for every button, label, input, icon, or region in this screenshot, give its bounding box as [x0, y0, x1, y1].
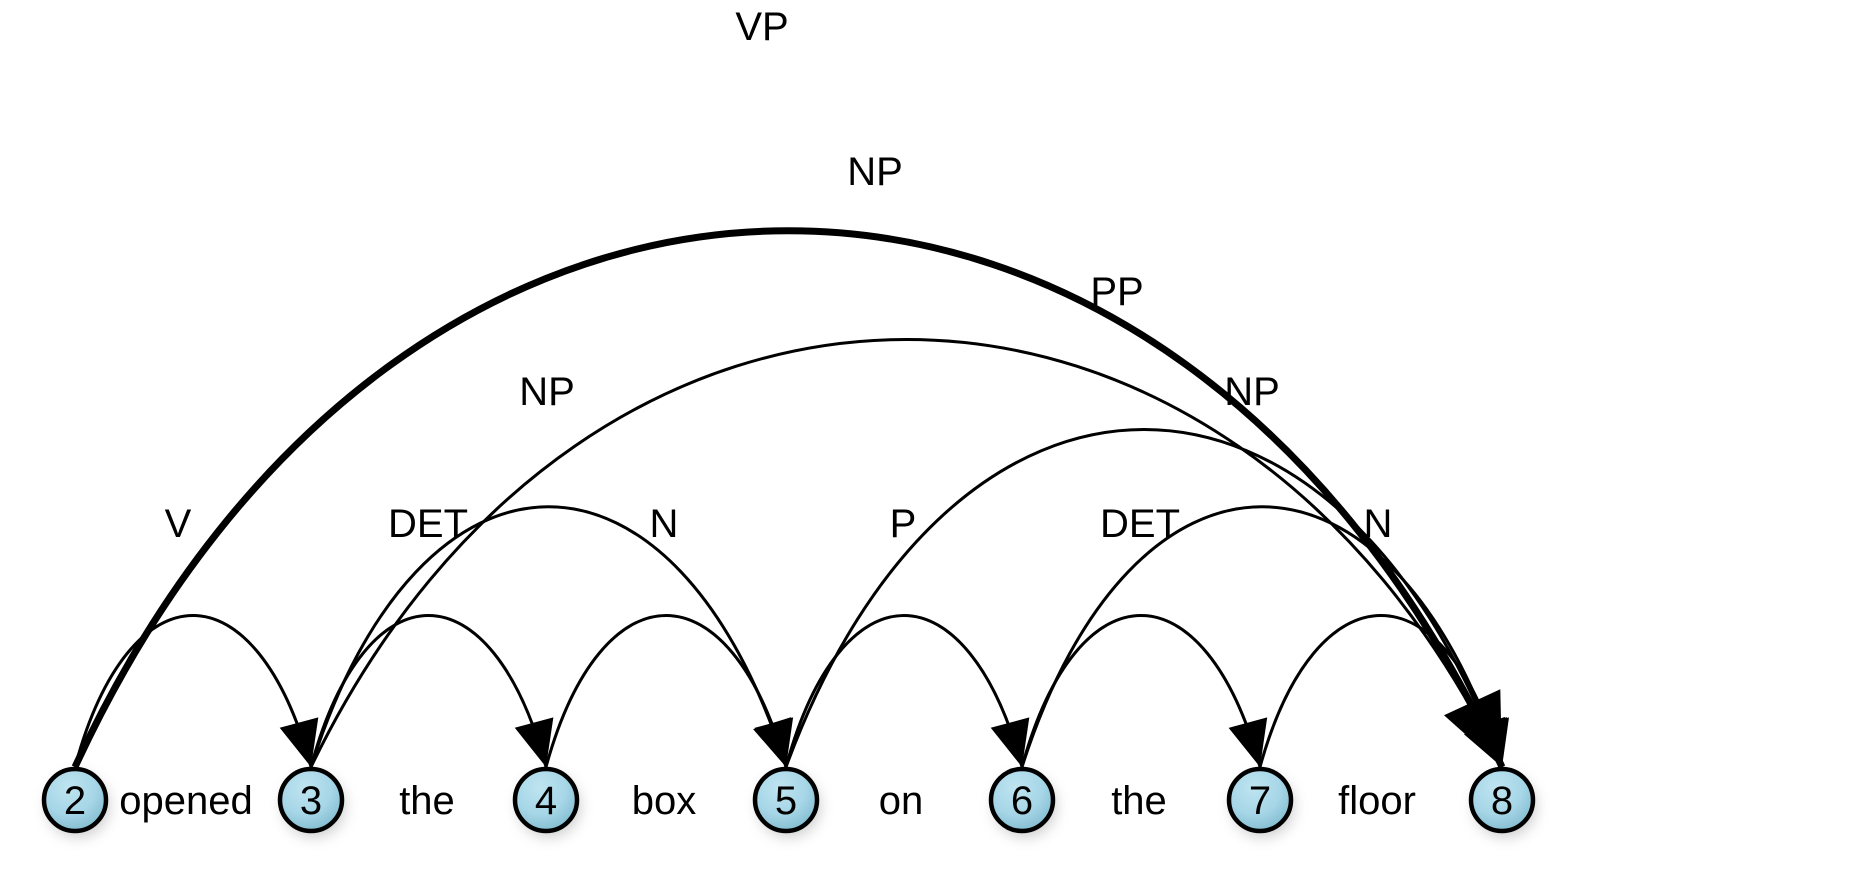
- nodes-layer: 2 3 4 5 6 7 8: [41, 766, 1536, 834]
- node-circle[interactable]: [1226, 766, 1294, 834]
- node-number-label: 3: [300, 779, 322, 823]
- node-circle[interactable]: [41, 766, 109, 834]
- arc-label-vp-2-8: VP: [735, 5, 788, 49]
- arrowhead-v-2-to-3: [279, 717, 319, 767]
- node-circle[interactable]: [277, 766, 345, 834]
- word-label-1: the: [399, 779, 455, 823]
- node-number-label: 6: [1011, 779, 1033, 823]
- node-2[interactable]: 2: [41, 766, 109, 834]
- arc-n-4-to-5: [544, 614, 788, 768]
- arc-label-det-6-7: DET: [1100, 502, 1180, 546]
- word-label-4: the: [1111, 779, 1167, 823]
- arc-v-2-to-3: [73, 614, 313, 768]
- arc-np-3-to-5: [309, 505, 788, 768]
- arc-det-6-to-7: [1020, 614, 1262, 768]
- arc-label-v-2-3: V: [165, 502, 192, 546]
- arc-pp-5-to-8: [784, 428, 1504, 768]
- arcs-layer: [71, 227, 1510, 769]
- arrowhead-det-6-to-7: [1228, 717, 1268, 767]
- arc-label-pp-5-8: PP: [1090, 270, 1143, 314]
- node-number-label: 8: [1491, 779, 1513, 823]
- node-number-label: 2: [64, 779, 86, 823]
- arc-label-np-6-8: NP: [1224, 370, 1280, 414]
- arc-det-3-to-4: [309, 614, 548, 768]
- arc-label-np-3-5: NP: [519, 370, 575, 414]
- arrowhead-n-4-to-5: [754, 717, 794, 767]
- arc-label-np-3-8: NP: [847, 150, 903, 194]
- arrowhead-n-7-to-8: [1470, 717, 1510, 767]
- arc-label-n-7-8: N: [1364, 502, 1393, 546]
- arc-p-5-to-6: [784, 614, 1024, 768]
- arc-np-3-to-8: [309, 338, 1504, 768]
- arc-label-p-5-6: P: [890, 502, 917, 546]
- node-3[interactable]: 3: [277, 766, 345, 834]
- node-number-label: 7: [1249, 779, 1271, 823]
- arrowhead-det-3-to-4: [514, 717, 554, 767]
- node-5[interactable]: 5: [752, 766, 820, 834]
- node-number-label: 5: [775, 779, 797, 823]
- word-label-2: box: [632, 779, 697, 823]
- words-layer: opened the box on the floor: [119, 779, 1416, 823]
- node-8[interactable]: 8: [1468, 766, 1536, 834]
- node-circle[interactable]: [1468, 766, 1536, 834]
- word-label-5: floor: [1338, 779, 1416, 823]
- arc-vp-2-to-8: [71, 227, 1506, 769]
- node-number-label: 4: [535, 779, 557, 823]
- arrowhead-p-5-to-6: [990, 717, 1030, 767]
- node-circle[interactable]: [512, 766, 580, 834]
- word-label-0: opened: [119, 779, 252, 823]
- node-4[interactable]: 4: [512, 766, 580, 834]
- node-6[interactable]: 6: [988, 766, 1056, 834]
- node-7[interactable]: 7: [1226, 766, 1294, 834]
- arc-label-det-3-4: DET: [388, 502, 468, 546]
- word-label-3: on: [879, 779, 924, 823]
- arc-n-7-to-8: [1258, 614, 1504, 768]
- node-circle[interactable]: [988, 766, 1056, 834]
- arc-label-n-4-5: N: [650, 502, 679, 546]
- arc-np-6-to-8: [1020, 505, 1504, 768]
- node-circle[interactable]: [752, 766, 820, 834]
